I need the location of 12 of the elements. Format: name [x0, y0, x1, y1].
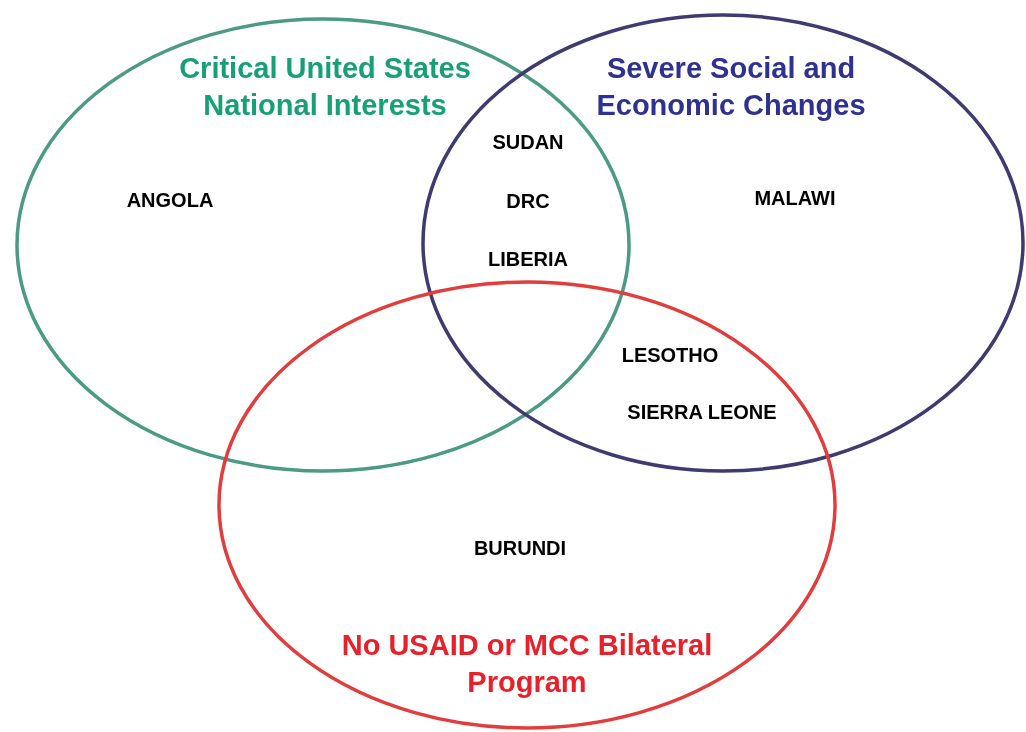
country-label: SUDAN: [492, 130, 564, 154]
set-title: No USAID or MCC Bilateral Program: [340, 628, 714, 700]
country-label: LESOTHO: [621, 343, 719, 367]
country-label: LIBERIA: [488, 247, 568, 271]
set-title: Critical United States National Interests: [178, 51, 472, 123]
set-title: Severe Social and Economic Changes: [595, 51, 867, 123]
country-label: MALAWI: [754, 186, 836, 210]
country-label: ANGOLA: [126, 188, 214, 212]
country-label: DRC: [506, 189, 550, 213]
country-label: BURUNDI: [473, 536, 567, 560]
venn-circle: [217, 280, 837, 730]
country-label: SIERRA LEONE: [627, 400, 777, 424]
